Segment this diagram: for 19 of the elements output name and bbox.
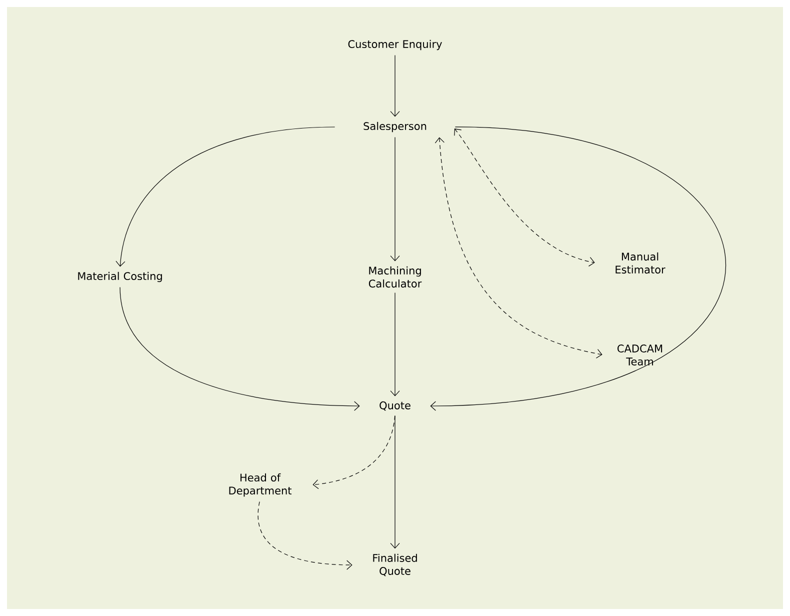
node-label: Salesperson: [364, 122, 426, 132]
node-label: Quote: [380, 401, 410, 411]
arrow: [116, 126, 336, 267]
arrow: [120, 286, 360, 411]
arrow: [390, 292, 400, 396]
dashed-arrow: [454, 128, 595, 266]
node-label: Finalised Quote: [373, 554, 417, 576]
node-label: Customer Enquiry: [348, 40, 442, 50]
dashed-arrow: [434, 137, 602, 358]
node-label: Material Costing: [78, 272, 162, 282]
node-label: Manual Estimator: [616, 252, 666, 274]
node-label: Head of Department: [229, 473, 292, 497]
arrow: [390, 54, 400, 117]
node-label: CADCAM Team: [618, 344, 662, 366]
arrow: [390, 415, 400, 549]
dashed-arrow: [258, 501, 352, 570]
arrow: [430, 126, 726, 411]
node-label: Machining Calculator: [368, 266, 422, 288]
arrow: [390, 136, 400, 262]
